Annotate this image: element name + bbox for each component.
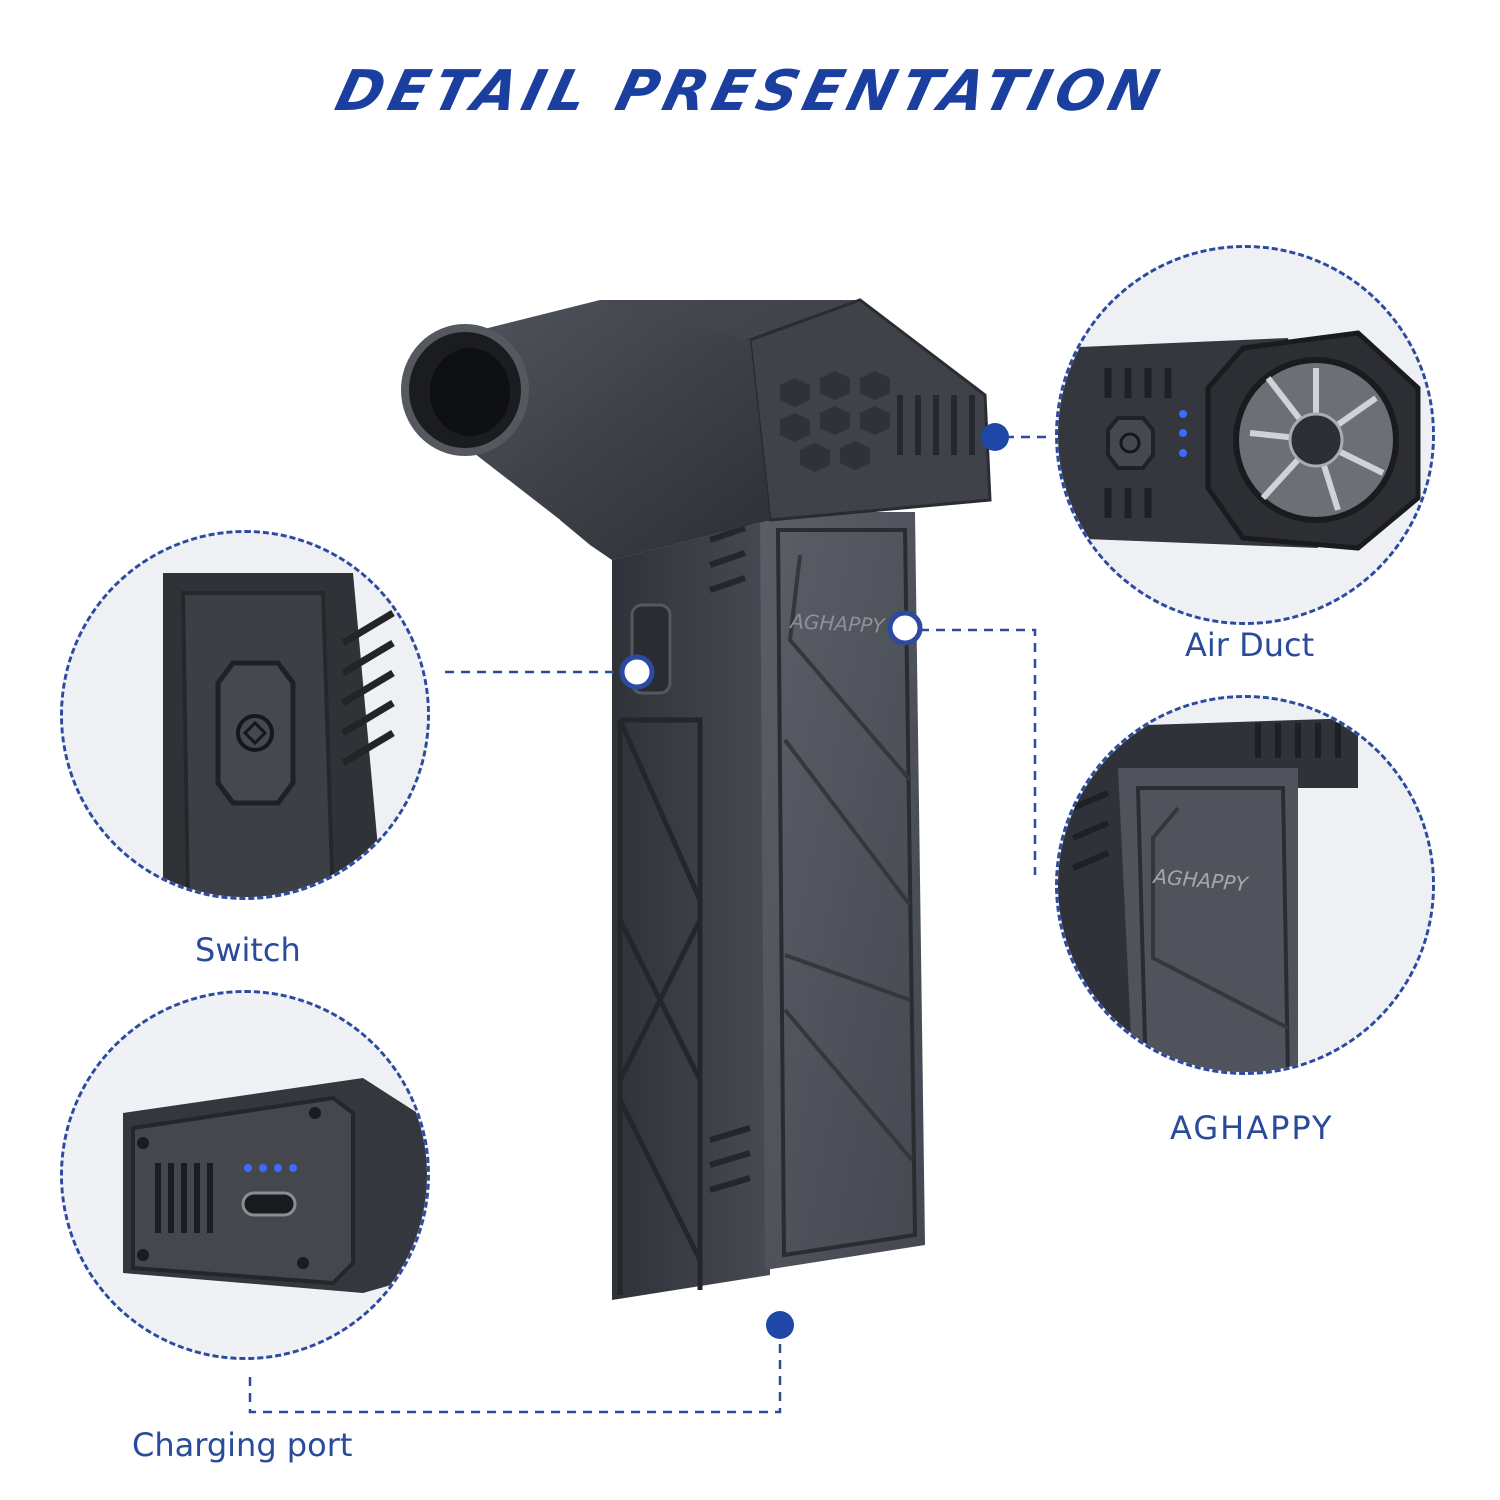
label-charging-port: Charging port <box>132 1426 353 1464</box>
detail-circle-aghappy: AGHAPPY <box>1055 695 1435 1075</box>
brand-mark-body: AGHAPPY <box>788 609 887 638</box>
usb-c-port-icon <box>241 1191 297 1217</box>
detail-circle-air-duct <box>1055 245 1435 625</box>
detail-circle-switch <box>60 530 430 900</box>
status-led-icon <box>1179 410 1187 457</box>
leader-lines <box>248 435 1050 1414</box>
battery-indicator-icon <box>244 1164 297 1172</box>
switch-button-icon <box>215 660 296 806</box>
label-air-duct: Air Duct <box>1185 626 1315 664</box>
power-button-icon <box>1106 416 1155 470</box>
label-aghappy: AGHAPPY <box>1170 1109 1334 1147</box>
fan-icon <box>1205 330 1421 551</box>
blower-head <box>401 298 992 560</box>
callout-dots <box>619 423 1009 1339</box>
label-switch: Switch <box>195 931 301 969</box>
svg-text:AGHAPPY: AGHAPPY <box>788 609 887 638</box>
vent-grille-icon <box>155 1163 213 1233</box>
detail-circle-charging-port <box>60 990 430 1360</box>
blower-handle: AGHAPPY <box>612 512 925 1300</box>
